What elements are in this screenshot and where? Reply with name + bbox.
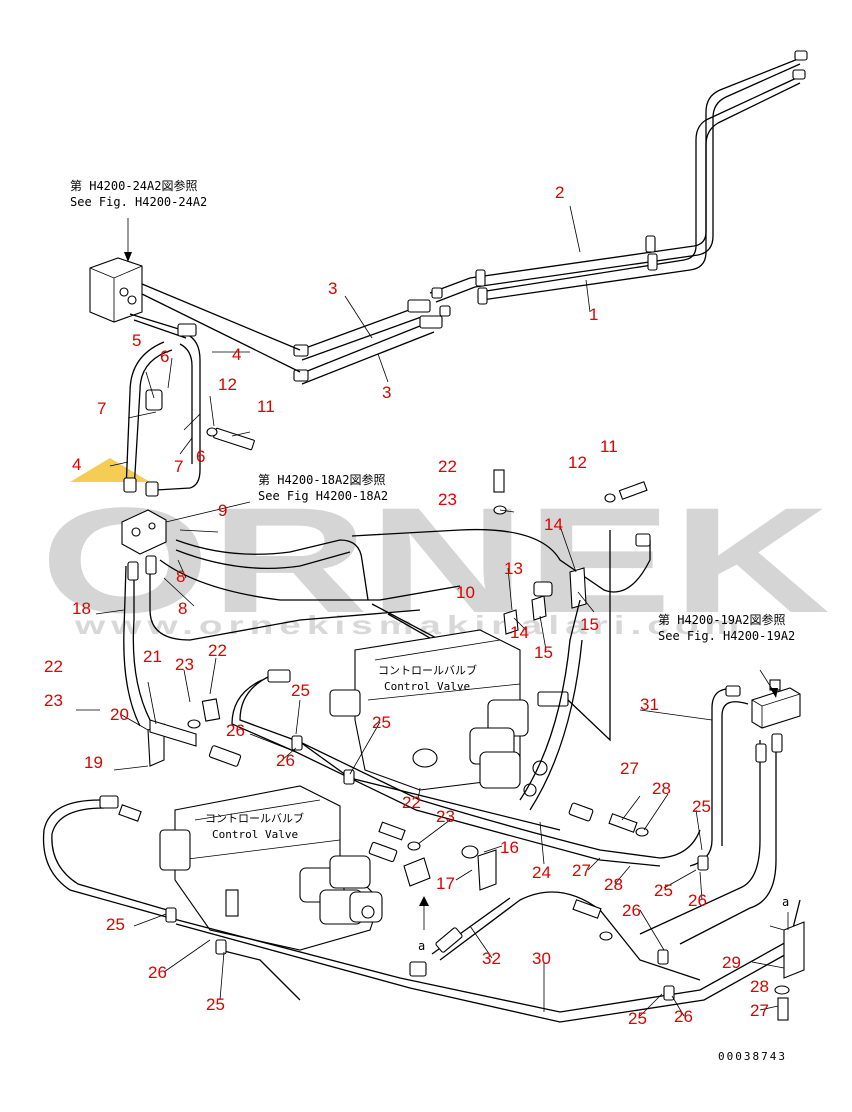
hoses-31 [639, 669, 801, 945]
part-label: 23 [436, 807, 455, 826]
part-label: 22 [438, 457, 457, 476]
part-label: 9 [218, 501, 227, 520]
control-valve-lower-label-jp: コントロールバルブ [205, 811, 304, 825]
part-label: 6 [196, 447, 205, 466]
part-label: 7 [174, 457, 183, 476]
part-label: 4 [72, 455, 81, 474]
control-valve-upper-label-en: Control Valve [384, 680, 470, 693]
part-label: 14 [510, 623, 529, 642]
part-label: 18 [72, 599, 91, 618]
part-label: 32 [482, 949, 501, 968]
part-label: 26 [688, 891, 707, 910]
part-label: 19 [84, 753, 103, 772]
part-label: 24 [532, 863, 551, 882]
part-label: 13 [504, 559, 523, 578]
document-number: 00038743 [718, 1050, 787, 1063]
part-label: 26 [674, 1007, 693, 1026]
part-label: 12 [568, 453, 587, 472]
part-label: 31 [640, 695, 659, 714]
part-label: 10 [456, 583, 475, 602]
control-valve-lower-label-en: Control Valve [212, 828, 298, 841]
connection-mark-a2: a [782, 895, 789, 909]
control-valve-upper-label-jp: コントロールバルブ [378, 663, 477, 677]
part-label: 16 [500, 838, 519, 857]
part-label: 20 [110, 705, 129, 724]
part-label: 1 [589, 305, 598, 324]
part-label: 28 [604, 875, 623, 894]
control-valve-lower: コントロールバルブ Control Valve [159, 785, 383, 1001]
block-9 [121, 501, 251, 555]
part-label: 11 [600, 437, 618, 456]
part-label: 6 [160, 347, 169, 366]
hoses-middle [231, 599, 701, 867]
part-label: 5 [132, 331, 141, 350]
valve-block-top [89, 218, 301, 373]
part-label: 26 [148, 963, 167, 982]
part-label: 8 [178, 599, 187, 618]
part-label: 4 [232, 345, 241, 364]
part-label: 27 [750, 1001, 769, 1020]
part-label: 26 [276, 751, 295, 770]
part-label: 26 [622, 901, 641, 920]
part-label: 3 [328, 279, 337, 298]
tube-assembly-upper [429, 50, 808, 305]
part-label: 25 [206, 995, 225, 1014]
part-label: 28 [750, 977, 769, 996]
fasteners-upper [145, 389, 648, 635]
part-label: 15 [534, 643, 553, 662]
part-label: 12 [218, 375, 237, 394]
part-label: 27 [572, 861, 591, 880]
control-valve-upper: コントロールバルブ Control Valve [329, 530, 611, 797]
part-label: 25 [692, 797, 711, 816]
hoses-3 [293, 287, 451, 385]
part-label: 22 [208, 641, 227, 660]
part-label: 23 [438, 490, 457, 509]
part-label: 21 [143, 647, 162, 666]
part-label: 22 [402, 793, 421, 812]
ref-18a2-en: See Fig H4200-18A2 [258, 489, 388, 503]
part-label: 3 [382, 383, 391, 402]
part-label: 26 [226, 721, 245, 740]
leader-lines [76, 205, 785, 1017]
ref-19a2-jp: 第 H4200-19A2図参照 [658, 612, 785, 627]
part-label: 25 [372, 713, 391, 732]
part-label: 25 [291, 681, 310, 700]
hoses-8-18 [123, 528, 651, 727]
ref-19a2-en: See Fig. H4200-19A2 [658, 629, 795, 643]
part-label: 23 [44, 691, 63, 710]
part-label: 22 [44, 657, 63, 676]
part-label: 27 [620, 759, 639, 778]
part-label: 23 [175, 655, 194, 674]
ref-18a2-jp: 第 H4200-18A2図参照 [258, 472, 385, 487]
part-label: 25 [106, 915, 125, 934]
part-label: 2 [555, 183, 564, 202]
part-label: 7 [97, 399, 106, 418]
watermark-url: www.ornekismakinalari.com [74, 610, 745, 640]
hoses-lower-loop [42, 795, 801, 1023]
part-label: 30 [532, 949, 551, 968]
part-label: 25 [654, 881, 673, 900]
part-label: 28 [652, 779, 671, 798]
hoses-4 [123, 323, 201, 497]
part-label: 17 [436, 874, 455, 893]
ref-24a2-jp: 第 H4200-24A2図参照 [70, 178, 197, 193]
ref-24a2-en: See Fig. H4200-24A2 [70, 195, 207, 209]
watermark-brand: ORNEK [40, 476, 830, 644]
connection-markers: a a [409, 895, 789, 977]
part-label: 25 [628, 1009, 647, 1028]
connection-mark-a1: a [418, 939, 425, 953]
brackets [118, 698, 805, 1021]
part-label: 8 [176, 567, 185, 586]
watermark-accent-icon [70, 458, 150, 482]
part-label: 14 [544, 515, 563, 534]
part-number-labels: 1 2 3 3 4 4 5 6 6 7 7 8 8 9 10 11 11 12 … [44, 183, 769, 1028]
part-label: 15 [580, 615, 599, 634]
figure-references: 第 H4200-24A2図参照 See Fig. H4200-24A2 第 H4… [70, 178, 795, 643]
part-label: 29 [722, 953, 741, 972]
part-label: 11 [257, 397, 275, 416]
